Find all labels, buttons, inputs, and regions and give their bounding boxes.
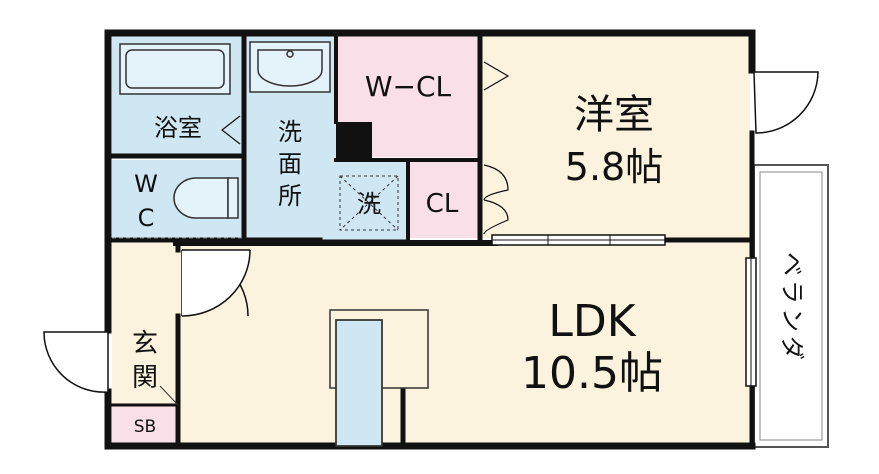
bathtub-icon bbox=[119, 43, 231, 95]
veranda-char-2: ラ bbox=[778, 280, 806, 304]
walls bbox=[104, 29, 756, 450]
western-room-size: 5.8帖 bbox=[565, 145, 663, 189]
ldk-label: LDK bbox=[548, 296, 636, 347]
door-western-room-exterior bbox=[753, 71, 819, 134]
veranda-char-4: ダ bbox=[778, 336, 806, 360]
window-western-room bbox=[491, 234, 666, 246]
western-room-fill bbox=[480, 35, 750, 238]
cl-fill bbox=[408, 160, 480, 238]
entrance-fill bbox=[112, 243, 180, 405]
veranda-inner bbox=[759, 171, 823, 441]
bath-label: 浴室 bbox=[154, 114, 202, 142]
washroom-char-1: 洗 bbox=[278, 118, 302, 146]
ldk-size: 10.5帖 bbox=[521, 348, 663, 399]
washer-label: 洗 bbox=[357, 190, 381, 218]
window-ldk bbox=[745, 257, 757, 387]
entrance-char-2: 関 bbox=[132, 363, 158, 393]
door-bath bbox=[221, 115, 241, 145]
washroom-fill-2 bbox=[336, 160, 408, 240]
toilet-icon bbox=[173, 177, 239, 219]
washbasin-icon bbox=[249, 41, 331, 93]
wcl-label: W−CL bbox=[365, 70, 452, 103]
door-cl bbox=[483, 164, 509, 235]
western-room-label: 洋室 bbox=[574, 92, 654, 138]
shoebox-label: SB bbox=[134, 417, 156, 437]
shoebox-fill bbox=[112, 405, 178, 443]
door-entrance bbox=[43, 331, 109, 393]
ldk-fill bbox=[180, 243, 750, 443]
door-ldk bbox=[181, 249, 251, 317]
door-wcl bbox=[483, 61, 510, 91]
washer-space bbox=[339, 175, 399, 231]
veranda bbox=[753, 164, 829, 448]
washroom-char-2: 面 bbox=[278, 150, 302, 178]
washroom-char-3: 所 bbox=[278, 182, 302, 210]
entrance-step bbox=[159, 385, 179, 406]
kitchen-counter bbox=[329, 309, 429, 447]
entrance-char-1: 玄 bbox=[132, 329, 158, 359]
toilet-char-2: C bbox=[138, 204, 155, 232]
veranda-char-3: ン bbox=[778, 308, 806, 332]
toilet-char-1: W bbox=[134, 170, 158, 198]
veranda-char-1: ベ bbox=[778, 252, 806, 276]
cl-label: CL bbox=[426, 189, 459, 219]
structural-column bbox=[336, 122, 372, 160]
